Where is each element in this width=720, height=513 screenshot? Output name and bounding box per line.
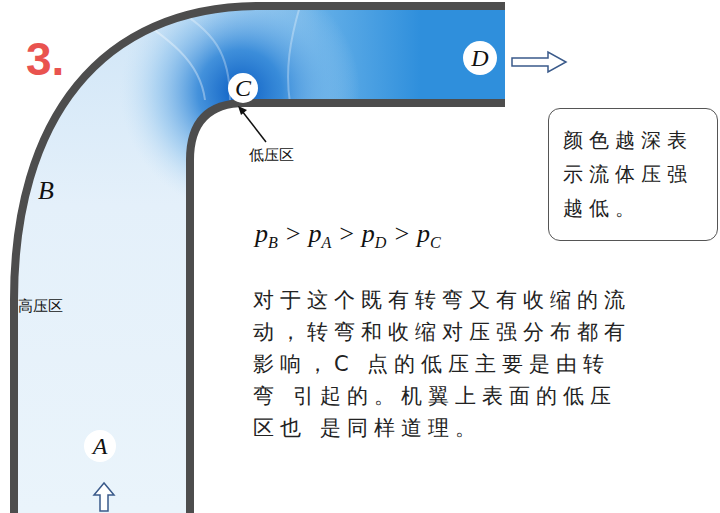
note-text: 颜色越深表 示流体压强 越低。 [563,123,709,225]
point-letter: C [235,76,251,100]
pressure-formula: pB > pA > pD > pC [255,218,441,253]
figure-number: 3. [26,36,64,82]
point-marker: A [84,430,116,462]
explanation-text: 对于这个既有转弯又有收缩的流 动，转弯和收缩对压强分布都有 影响，C 点的低压主… [253,284,635,444]
point-label: B [38,178,54,204]
point-letter: A [93,434,108,458]
point-letter: D [471,46,488,70]
region-label: 低压区 [249,146,294,164]
point-marker: D [463,41,497,75]
region-label: 高压区 [18,297,63,315]
point-marker: C [228,73,258,103]
note-box: 颜色越深表 示流体压强 越低。 [548,108,718,241]
